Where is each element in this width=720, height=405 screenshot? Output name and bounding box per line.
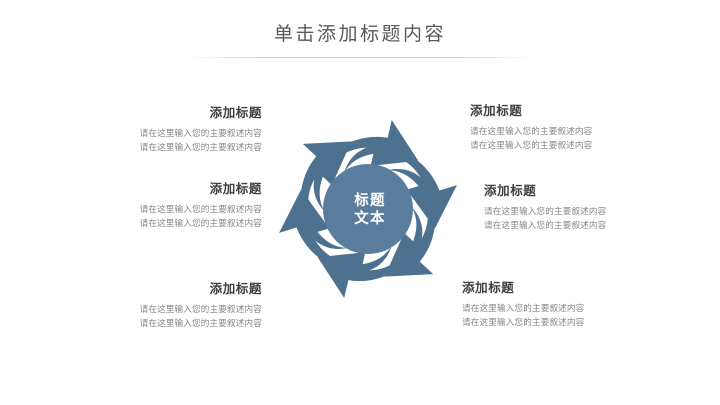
block-body-line[interactable]: 请在这里输入您的主要叙述内容 bbox=[484, 206, 607, 216]
block-body-line[interactable]: 请在这里输入您的主要叙述内容 bbox=[139, 218, 262, 228]
block-body-line[interactable]: 请在这里输入您的主要叙述内容 bbox=[139, 318, 262, 328]
text-block-left-3[interactable]: 添加标题 请在这里输入您的主要叙述内容 请在这里输入您的主要叙述内容 bbox=[62, 280, 262, 330]
title-divider bbox=[186, 57, 534, 58]
cycle-swirl-diagram[interactable] bbox=[258, 92, 478, 327]
block-body-line[interactable]: 请在这里输入您的主要叙述内容 bbox=[139, 304, 262, 314]
block-heading[interactable]: 添加标题 bbox=[209, 106, 262, 120]
block-body-line[interactable]: 请在这里输入您的主要叙述内容 bbox=[470, 140, 593, 150]
page-title-wrapper: 单击添加标题内容 bbox=[0, 22, 720, 48]
block-body-line[interactable]: 请在这里输入您的主要叙述内容 bbox=[139, 128, 262, 138]
center-circle bbox=[323, 164, 413, 254]
block-body-line[interactable]: 请在这里输入您的主要叙述内容 bbox=[139, 204, 262, 214]
text-block-right-3[interactable]: 添加标题 请在这里输入您的主要叙述内容 请在这里输入您的主要叙述内容 bbox=[462, 279, 662, 329]
block-heading[interactable]: 添加标题 bbox=[209, 182, 262, 196]
text-block-left-2[interactable]: 添加标题 请在这里输入您的主要叙述内容 请在这里输入您的主要叙述内容 bbox=[62, 180, 262, 230]
block-heading[interactable]: 添加标题 bbox=[470, 104, 523, 118]
block-heading[interactable]: 添加标题 bbox=[484, 184, 537, 198]
block-body-line[interactable]: 请在这里输入您的主要叙述内容 bbox=[462, 303, 585, 313]
text-block-right-2[interactable]: 添加标题 请在这里输入您的主要叙述内容 请在这里输入您的主要叙述内容 bbox=[484, 182, 684, 232]
text-block-left-1[interactable]: 添加标题 请在这里输入您的主要叙述内容 请在这里输入您的主要叙述内容 bbox=[62, 104, 262, 154]
block-body-line[interactable]: 请在这里输入您的主要叙述内容 bbox=[139, 142, 262, 152]
block-body-line[interactable]: 请在这里输入您的主要叙述内容 bbox=[470, 126, 593, 136]
block-heading[interactable]: 添加标题 bbox=[462, 281, 515, 295]
block-body-line[interactable]: 请在这里输入您的主要叙述内容 bbox=[462, 317, 585, 327]
block-body-line[interactable]: 请在这里输入您的主要叙述内容 bbox=[484, 220, 607, 230]
block-heading[interactable]: 添加标题 bbox=[209, 282, 262, 296]
text-block-right-1[interactable]: 添加标题 请在这里输入您的主要叙述内容 请在这里输入您的主要叙述内容 bbox=[470, 102, 670, 152]
page-title[interactable]: 单击添加标题内容 bbox=[273, 24, 446, 45]
